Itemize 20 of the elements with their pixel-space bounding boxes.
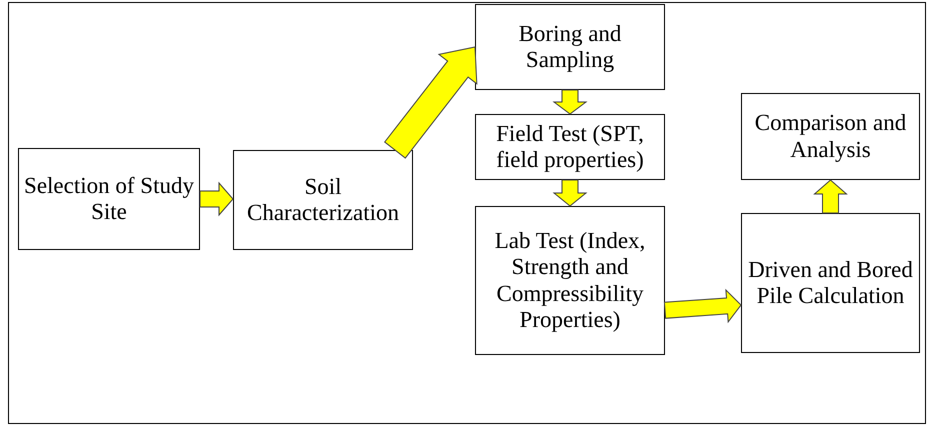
box-label: Soil Characterization xyxy=(246,174,400,226)
process-box xyxy=(741,93,920,180)
box-label: Field Test (SPT, field properties) xyxy=(495,120,645,174)
box-label: Comparison and Analysis xyxy=(754,110,908,163)
box-label: Driven and Bored Pile Calculation xyxy=(747,256,914,310)
block-arrow xyxy=(552,90,588,115)
process-box xyxy=(18,148,200,250)
process-box xyxy=(233,150,413,250)
box-label: Boring and Sampling xyxy=(518,20,622,74)
block-arrow xyxy=(813,179,848,214)
block-arrow xyxy=(552,180,588,207)
box-label: Selection of Study Site xyxy=(23,172,195,226)
block-arrow xyxy=(200,182,234,216)
block-arrow xyxy=(664,288,742,324)
process-box xyxy=(475,114,665,180)
block-arrow xyxy=(384,46,478,159)
process-box xyxy=(475,4,665,90)
process-box xyxy=(741,213,920,353)
process-box xyxy=(475,206,665,355)
box-label: Lab Test (Index, Strength and Compressibility Properties) xyxy=(494,228,646,334)
